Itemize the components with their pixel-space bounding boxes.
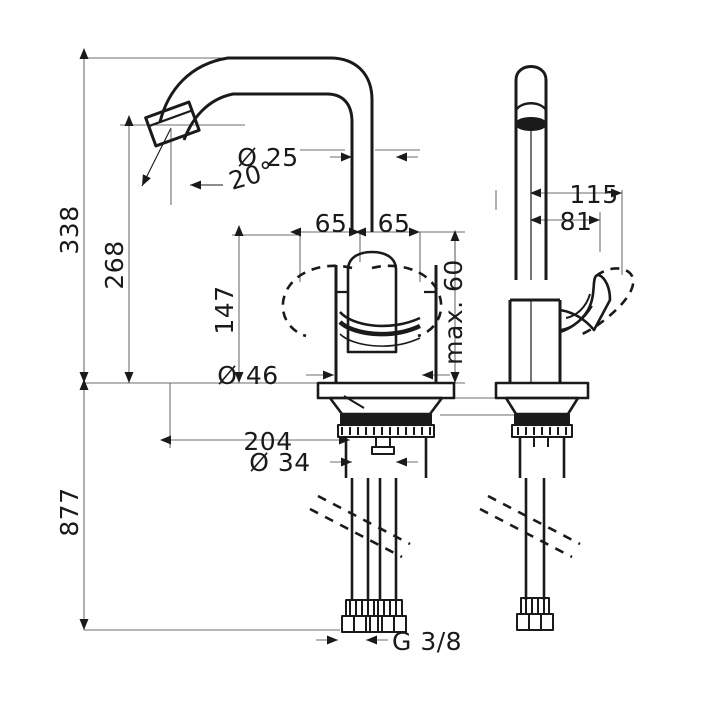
label-65-left: 65 [315, 209, 348, 238]
hose-fitting-right [369, 599, 407, 633]
label-g38: G 3/8 [392, 627, 462, 656]
front-view [144, 56, 456, 633]
label-877: 877 [55, 487, 84, 536]
label-147: 147 [210, 285, 239, 334]
handle-lever [346, 250, 398, 354]
side-hose-fitting [516, 597, 554, 631]
sealing-gasket [340, 414, 432, 425]
spout-outer-profile [158, 56, 374, 232]
label-20-deg: 20° [226, 155, 278, 196]
label-d46: Ø 46 [217, 361, 278, 390]
side-mounting-nut [511, 424, 573, 447]
side-sealing-gasket [514, 414, 570, 425]
label-max-60: max. 60 [439, 259, 468, 365]
handle-collar [338, 311, 421, 347]
shank-tube [344, 437, 428, 478]
label-115: 115 [569, 180, 618, 209]
dimension-labels: 338 268 877 147 max. 60 Ø 25 Ø 46 Ø 34 6… [55, 143, 618, 656]
side-view [479, 65, 635, 631]
label-d34: Ø 34 [249, 448, 310, 477]
label-81: 81 [560, 207, 593, 236]
side-supply-hoses [524, 478, 546, 600]
label-268: 268 [100, 240, 129, 289]
spout-inner-profile [182, 92, 354, 232]
side-escutcheon-flange [494, 381, 590, 416]
side-handle-inner [559, 305, 593, 331]
break-line-front [309, 494, 411, 559]
dimension-network [79, 48, 623, 645]
break-line-side [479, 494, 581, 559]
label-d25: Ø 25 [237, 143, 298, 172]
side-body-cylinder [508, 300, 562, 383]
side-handle-detail [565, 293, 591, 319]
mounting-nut [337, 424, 435, 455]
escutcheon-flange [316, 381, 456, 416]
supply-hoses [350, 478, 398, 600]
side-shank-tube [518, 437, 566, 478]
side-spout-column [514, 65, 548, 280]
label-204: 204 [243, 427, 292, 456]
side-outlet-aperture [515, 117, 547, 131]
side-outlet-ring [515, 102, 547, 111]
label-338: 338 [55, 205, 84, 254]
label-65-right: 65 [378, 209, 411, 238]
outlet-aerator [144, 100, 201, 148]
side-handle-swivel-ghost [577, 267, 635, 338]
body-cylinder [334, 265, 438, 383]
